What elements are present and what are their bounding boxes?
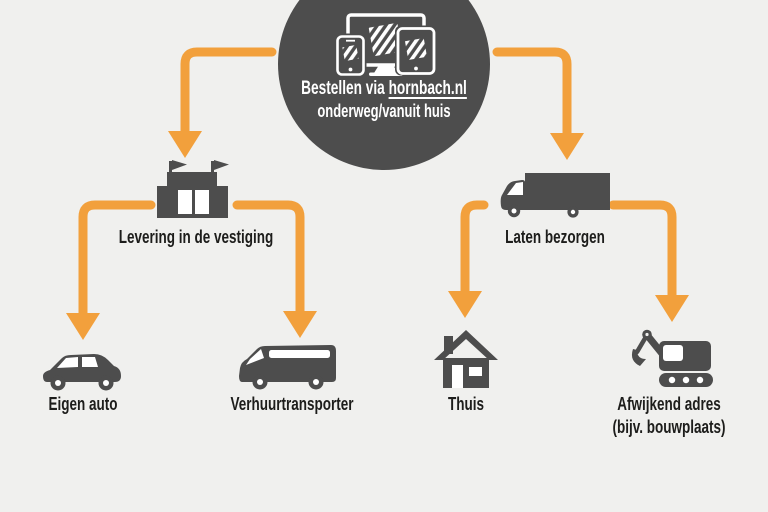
store-building-icon <box>157 160 229 218</box>
leaf-home-label: Thuis <box>448 394 484 414</box>
arrow-root-to-store <box>180 47 277 138</box>
arrowhead <box>168 131 202 158</box>
arrowhead <box>283 311 317 338</box>
leaf-alt-address-label2: (bijv. bouwplaats) <box>612 417 726 437</box>
arrow-root-to-delivery <box>492 47 572 140</box>
arrowhead <box>448 291 482 318</box>
car-icon <box>43 354 121 391</box>
arrowhead <box>66 313 100 340</box>
leaf-own-car-label: Eigen auto <box>48 394 118 414</box>
root-node-subtitle: onderweg/vanuit huis <box>317 101 451 121</box>
root-node-title: Bestellen via hornbach.nl <box>276 78 492 100</box>
leaf-alt-address-label: Afwijkend adres <box>617 394 721 414</box>
store-branch-label: Levering in de vestiging <box>118 227 274 247</box>
excavator-icon <box>631 329 713 387</box>
van-icon <box>239 345 336 390</box>
tablet-icon <box>395 25 437 76</box>
devices-icon <box>334 13 437 77</box>
delivery-truck-icon <box>500 173 610 218</box>
arrow-delivery-to-home <box>460 200 489 298</box>
arrow-delivery-to-alt <box>608 200 677 302</box>
arrow-store-to-car <box>78 200 156 320</box>
house-icon <box>434 330 498 388</box>
phone-icon <box>334 33 367 77</box>
leaf-rental-van-label: Verhuurtransporter <box>230 394 354 414</box>
arrowhead <box>655 295 689 322</box>
arrowhead <box>550 133 584 160</box>
root-title-prefix: Bestellen via <box>301 78 385 99</box>
arrow-store-to-van <box>232 200 305 318</box>
hornbach-link[interactable]: hornbach.nl <box>388 78 467 99</box>
delivery-branch-label: Laten bezorgen <box>505 227 605 247</box>
